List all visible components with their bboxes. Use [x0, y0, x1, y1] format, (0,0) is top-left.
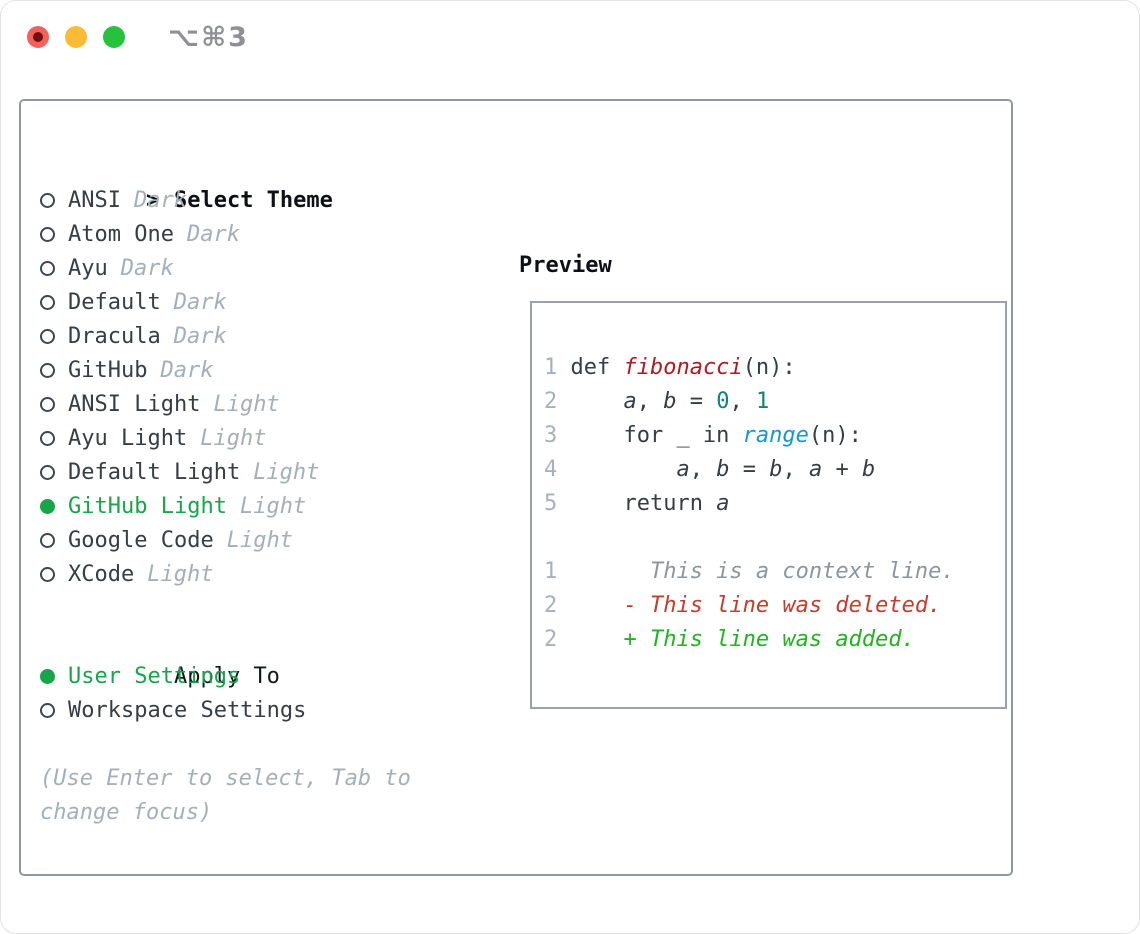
option-label: User Settings: [68, 664, 241, 689]
option-variant-label: Dark: [120, 256, 174, 281]
code-line: 2 - This line was deleted.: [544, 589, 993, 623]
option-label: Ayu Light: [68, 426, 188, 451]
line-number: 2: [544, 389, 558, 414]
theme-option-default-light[interactable]: Default Light Light: [40, 456, 480, 490]
select-theme-header: > Select Theme: [40, 150, 480, 213]
radio-unselected-icon[interactable]: [40, 363, 55, 378]
prompt-icon: >: [145, 188, 160, 213]
radio-unselected-icon[interactable]: [40, 295, 55, 310]
radio-selected-icon[interactable]: [40, 669, 55, 684]
radio-unselected-icon[interactable]: [40, 329, 55, 344]
radio-unselected-icon[interactable]: [40, 431, 55, 446]
option-variant-label: Dark: [133, 188, 187, 213]
radio-unselected-icon[interactable]: [40, 465, 55, 480]
theme-option-ansi-light[interactable]: ANSI Light Light: [40, 388, 480, 422]
option-variant-label: Light: [239, 494, 307, 519]
preview-title: Preview: [519, 253, 612, 278]
option-label: Dracula: [68, 324, 161, 349]
code-line: 1 This is a context line.: [544, 555, 993, 589]
option-variant-label: Dark: [186, 222, 240, 247]
code-line: 2 + This line was added.: [544, 623, 993, 657]
theme-option-default[interactable]: Default Dark: [40, 286, 480, 320]
option-variant-label: Light: [226, 528, 293, 553]
line-number: 1: [544, 355, 558, 380]
window-title: ⌥⌘3: [168, 22, 249, 53]
theme-option-atom-one[interactable]: Atom One Dark: [40, 218, 480, 252]
option-label: GitHub: [68, 358, 148, 383]
apply-option-user-settings[interactable]: User Settings: [40, 660, 480, 694]
diff-preview: 1 This is a context line.2 - This line w…: [544, 555, 993, 657]
line-number: 4: [544, 457, 558, 482]
minimize-button-icon[interactable]: [65, 26, 87, 48]
theme-option-github-light[interactable]: GitHub Light Light: [40, 490, 480, 524]
option-label: Atom One: [68, 222, 174, 247]
option-variant-label: Light: [213, 392, 280, 417]
radio-unselected-icon[interactable]: [40, 397, 55, 412]
option-label: Default Light: [68, 460, 241, 485]
option-label: ANSI Light: [68, 392, 201, 417]
apply-option-workspace-settings[interactable]: Workspace Settings: [40, 694, 480, 728]
radio-unselected-icon[interactable]: [40, 703, 55, 718]
option-label: Workspace Settings: [68, 698, 307, 723]
radio-unselected-icon[interactable]: [40, 261, 55, 276]
line-number: 2: [544, 627, 558, 652]
option-variant-label: Light: [253, 460, 320, 485]
radio-unselected-icon[interactable]: [40, 193, 55, 208]
apply-to-header: Apply To: [40, 626, 480, 689]
select-theme-title: Select Theme: [173, 188, 333, 213]
option-label: Default: [68, 290, 161, 315]
option-label: Ayu: [68, 256, 108, 281]
hint-text: (Use Enter to select, Tab to change focu…: [40, 766, 425, 825]
theme-option-ayu[interactable]: Ayu Dark: [40, 252, 480, 286]
line-number: 1: [544, 559, 558, 584]
radio-unselected-icon[interactable]: [40, 567, 55, 582]
apply-to-title: Apply To: [173, 664, 280, 689]
option-variant-label: Light: [147, 562, 214, 587]
line-number: 5: [544, 491, 558, 516]
theme-option-dracula[interactable]: Dracula Dark: [40, 320, 480, 354]
close-button-icon[interactable]: [27, 26, 49, 48]
option-label: ANSI: [68, 188, 121, 213]
radio-unselected-icon[interactable]: [40, 227, 55, 242]
option-label: Google Code: [68, 528, 214, 553]
option-label: XCode: [68, 562, 135, 587]
theme-option-ansi[interactable]: ANSI Dark: [40, 184, 480, 218]
option-variant-label: Dark: [160, 358, 214, 383]
option-variant-label: Light: [200, 426, 267, 451]
option-variant-label: Dark: [173, 290, 227, 315]
line-number: 2: [544, 593, 558, 618]
radio-unselected-icon[interactable]: [40, 533, 55, 548]
option-label: GitHub Light: [68, 494, 227, 519]
theme-option-xcode[interactable]: XCode Light: [40, 558, 480, 592]
radio-selected-icon[interactable]: [40, 499, 55, 514]
code-line: 5 return a: [544, 487, 993, 521]
theme-option-github[interactable]: GitHub Dark: [40, 354, 480, 388]
code-line: 2 a, b = 0, 1: [544, 385, 993, 419]
theme-option-ayu-light[interactable]: Ayu Light Light: [40, 422, 480, 456]
code-line: 4 a, b = b, a + b: [544, 453, 993, 487]
option-variant-label: Dark: [173, 324, 227, 349]
theme-option-google-code[interactable]: Google Code Light: [40, 524, 480, 558]
zoom-button-icon[interactable]: [103, 26, 125, 48]
code-line: 3 for _ in range(n):: [544, 419, 993, 453]
line-number: 3: [544, 423, 558, 448]
window-titlebar: ⌥⌘3: [0, 0, 1140, 74]
